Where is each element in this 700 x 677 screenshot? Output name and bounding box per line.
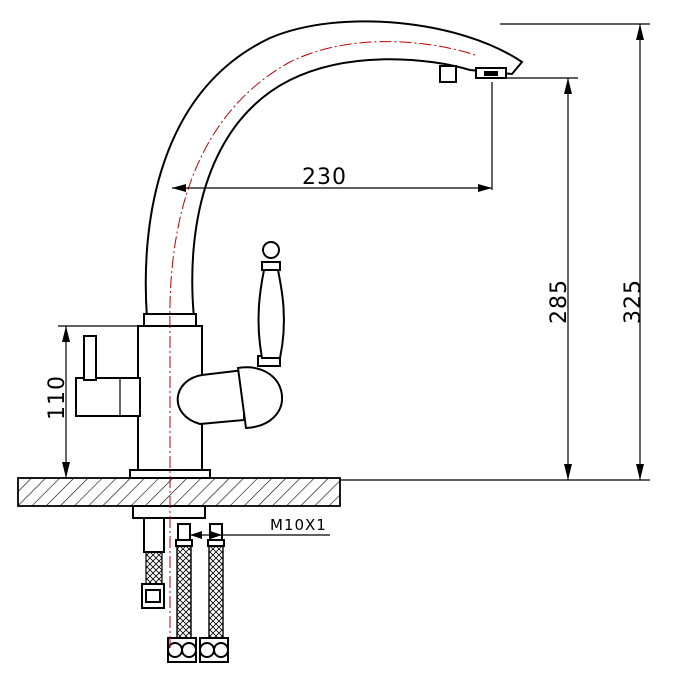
threaded-stud bbox=[143, 517, 165, 553]
hose-2 bbox=[208, 545, 224, 639]
filter-valve-lever bbox=[83, 335, 97, 381]
outlet-height-value: 285 bbox=[547, 279, 572, 324]
dimension-total-height: 325 bbox=[500, 23, 650, 480]
dimension-lever-height: 110 bbox=[45, 325, 140, 478]
lever-height-value: 110 bbox=[45, 375, 70, 420]
lever-top-ball bbox=[262, 241, 280, 259]
thread-size-label: M10X1 bbox=[270, 516, 327, 534]
spout-filter-outlet bbox=[439, 65, 457, 83]
mixer-handle bbox=[176, 241, 285, 430]
filter-valve bbox=[75, 335, 141, 417]
countertop bbox=[17, 477, 341, 507]
spout bbox=[144, 20, 524, 319]
hose-1 bbox=[176, 545, 192, 639]
under-counter-fittings bbox=[132, 505, 229, 663]
dimension-outlet-height: 285 bbox=[340, 77, 650, 481]
thread-callout: M10X1 bbox=[190, 516, 330, 539]
reach-value: 230 bbox=[302, 165, 347, 190]
mounting-nut bbox=[132, 505, 206, 519]
lever-knob bbox=[257, 269, 285, 359]
center-axis bbox=[169, 41, 476, 648]
total-height-value: 325 bbox=[621, 279, 646, 324]
hose-1-fitting bbox=[177, 523, 191, 541]
dimension-reach: 230 bbox=[172, 82, 493, 192]
